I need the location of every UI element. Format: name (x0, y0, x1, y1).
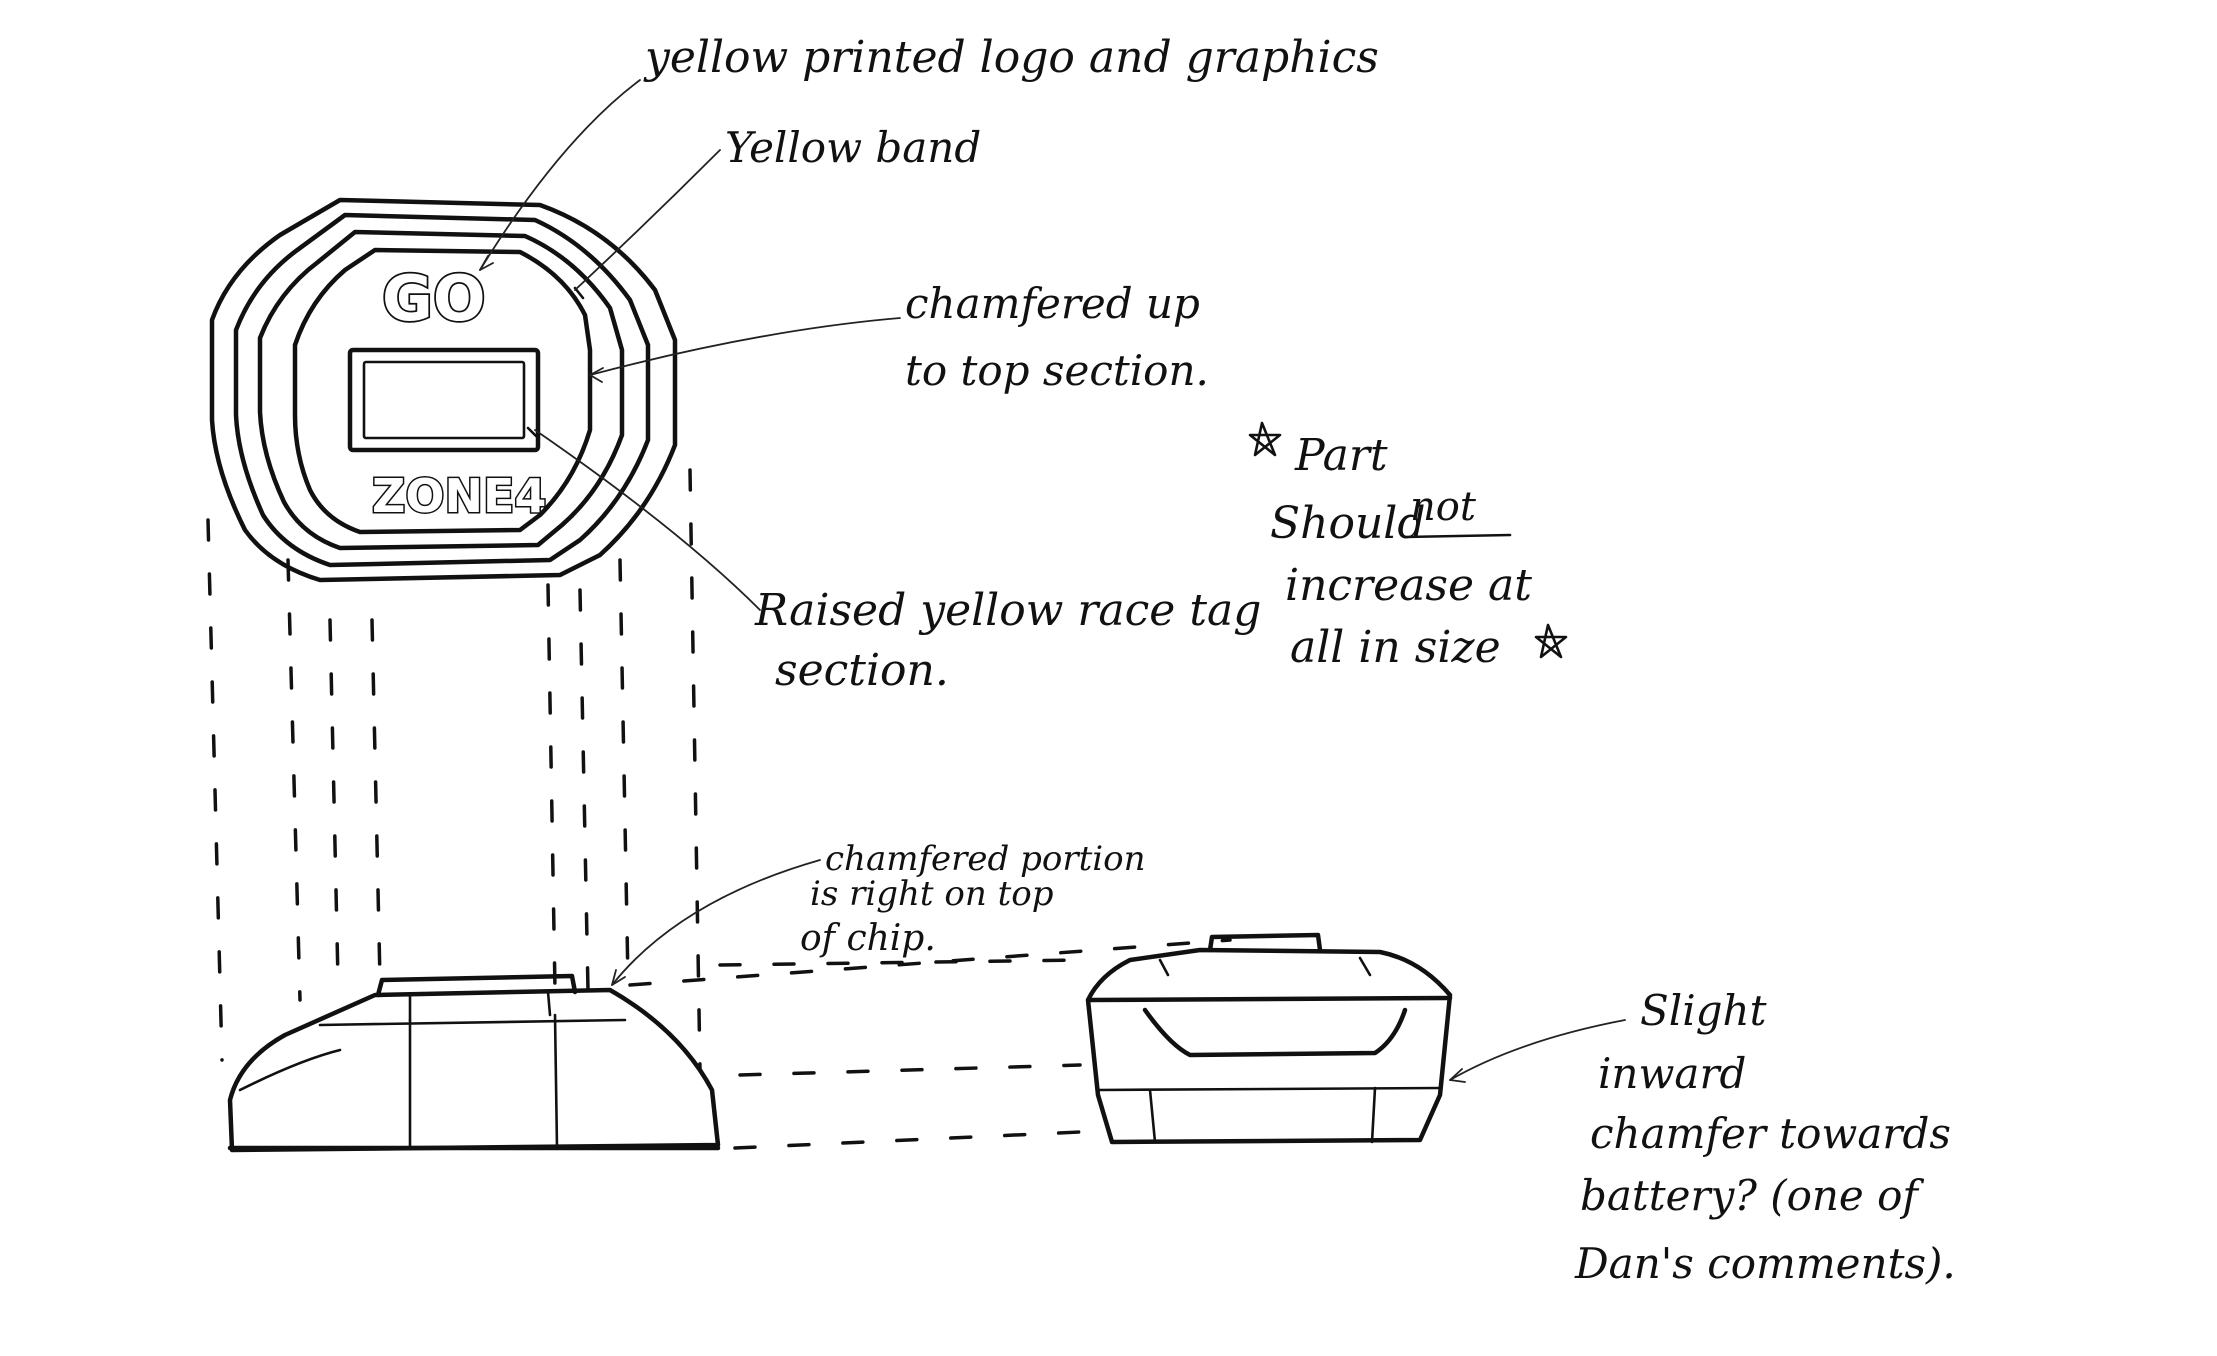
device-side-view (227, 973, 721, 1153)
window-corner-mark (526, 426, 538, 438)
band-ring-3 (257, 229, 625, 551)
note-battery-5: Dan's comments). (1574, 1239, 1956, 1288)
end-view-body (1085, 947, 1453, 1145)
note-chamfer-chip-3: of chip. (800, 918, 936, 959)
note-race-tag-1: Raised yellow race tag (754, 585, 1261, 636)
end-view-top (1207, 932, 1323, 953)
display-window-outer (347, 347, 541, 453)
annotation-notes: yellow printed logo and graphics Yellow … (643, 32, 1956, 1288)
note-chamfer-top-1: chamfered up (905, 279, 1200, 328)
note-chamfer-top-2: to top section. (905, 346, 1209, 395)
note-part-underline (1403, 533, 1512, 539)
outer-band-outline (209, 197, 678, 583)
raised-tag-section (292, 247, 593, 535)
note-part-3: increase at (1285, 560, 1532, 611)
note-battery-2: inward (1598, 1049, 1746, 1098)
end-view-chamfer-face (1087, 995, 1453, 1003)
device-top-view: GO ZONE4 (209, 197, 678, 583)
projection-lines (206, 468, 1232, 1150)
side-view-body (227, 987, 721, 1153)
note-part-1: Part (1294, 430, 1388, 481)
end-view-window (1142, 1007, 1408, 1058)
device-end-view (1085, 932, 1453, 1145)
note-battery-3: chamfer towards (1590, 1109, 1951, 1158)
display-window-inner (362, 360, 526, 440)
note-chamfer-chip-2: is right on top (810, 874, 1053, 914)
note-battery-1: Slight (1640, 986, 1767, 1035)
star-icon (1248, 421, 1282, 457)
note-part-4: all in size (1290, 622, 1501, 673)
go-logo-mark: GO (382, 262, 486, 335)
note-race-tag-2: section. (775, 645, 949, 696)
band-ring-2 (233, 212, 651, 568)
note-logo-graphics: yellow printed logo and graphics (643, 32, 1379, 83)
note-chamfer-chip-1: chamfered portion (825, 839, 1146, 879)
note-part-2a: Should (1270, 498, 1426, 549)
star-icon (1534, 623, 1568, 659)
side-view-top-step (375, 973, 578, 998)
note-battery-4: battery? (one of (1580, 1171, 1924, 1220)
leader-lines (479, 79, 1626, 1083)
note-yellow-band: Yellow band (725, 123, 981, 172)
note-part-2b: not (1410, 484, 1477, 530)
zone4-logo-text: ZONE4 (372, 469, 546, 523)
